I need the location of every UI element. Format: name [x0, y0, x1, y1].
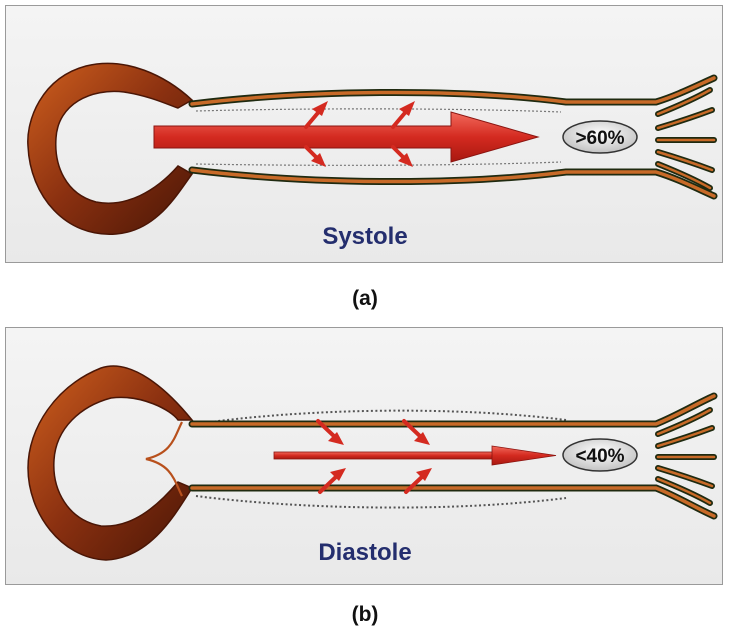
systole-panel: >60% Systole	[5, 5, 723, 263]
phase-label: Diastole	[6, 539, 724, 567]
aorta-lower-wall	[192, 488, 714, 516]
resting-wall-bottom	[196, 162, 561, 165]
phase-label: Systole	[6, 223, 724, 251]
aorta-lower-wall	[192, 170, 714, 196]
aorta-upper-wall	[192, 78, 714, 104]
ventricle-wall	[28, 63, 192, 234]
subfigure-label: (b)	[0, 603, 730, 627]
forward-flow-arrow	[154, 112, 538, 162]
ventricle-wall	[28, 366, 192, 560]
resting-wall-top	[196, 109, 561, 112]
flow-fraction-badge: >60%	[563, 121, 637, 153]
aorta-upper-wall	[192, 396, 714, 424]
diastole-panel: <40% Diastole	[5, 327, 723, 585]
flow-fraction-text: >60%	[575, 128, 624, 149]
systolic-wall-bottom	[196, 496, 566, 508]
flow-fraction-text: <40%	[575, 446, 624, 467]
subfigure-label: (a)	[0, 287, 730, 311]
forward-flow-arrow	[274, 446, 556, 465]
aortic-valve	[146, 422, 182, 496]
flow-fraction-badge: <40%	[563, 439, 637, 471]
